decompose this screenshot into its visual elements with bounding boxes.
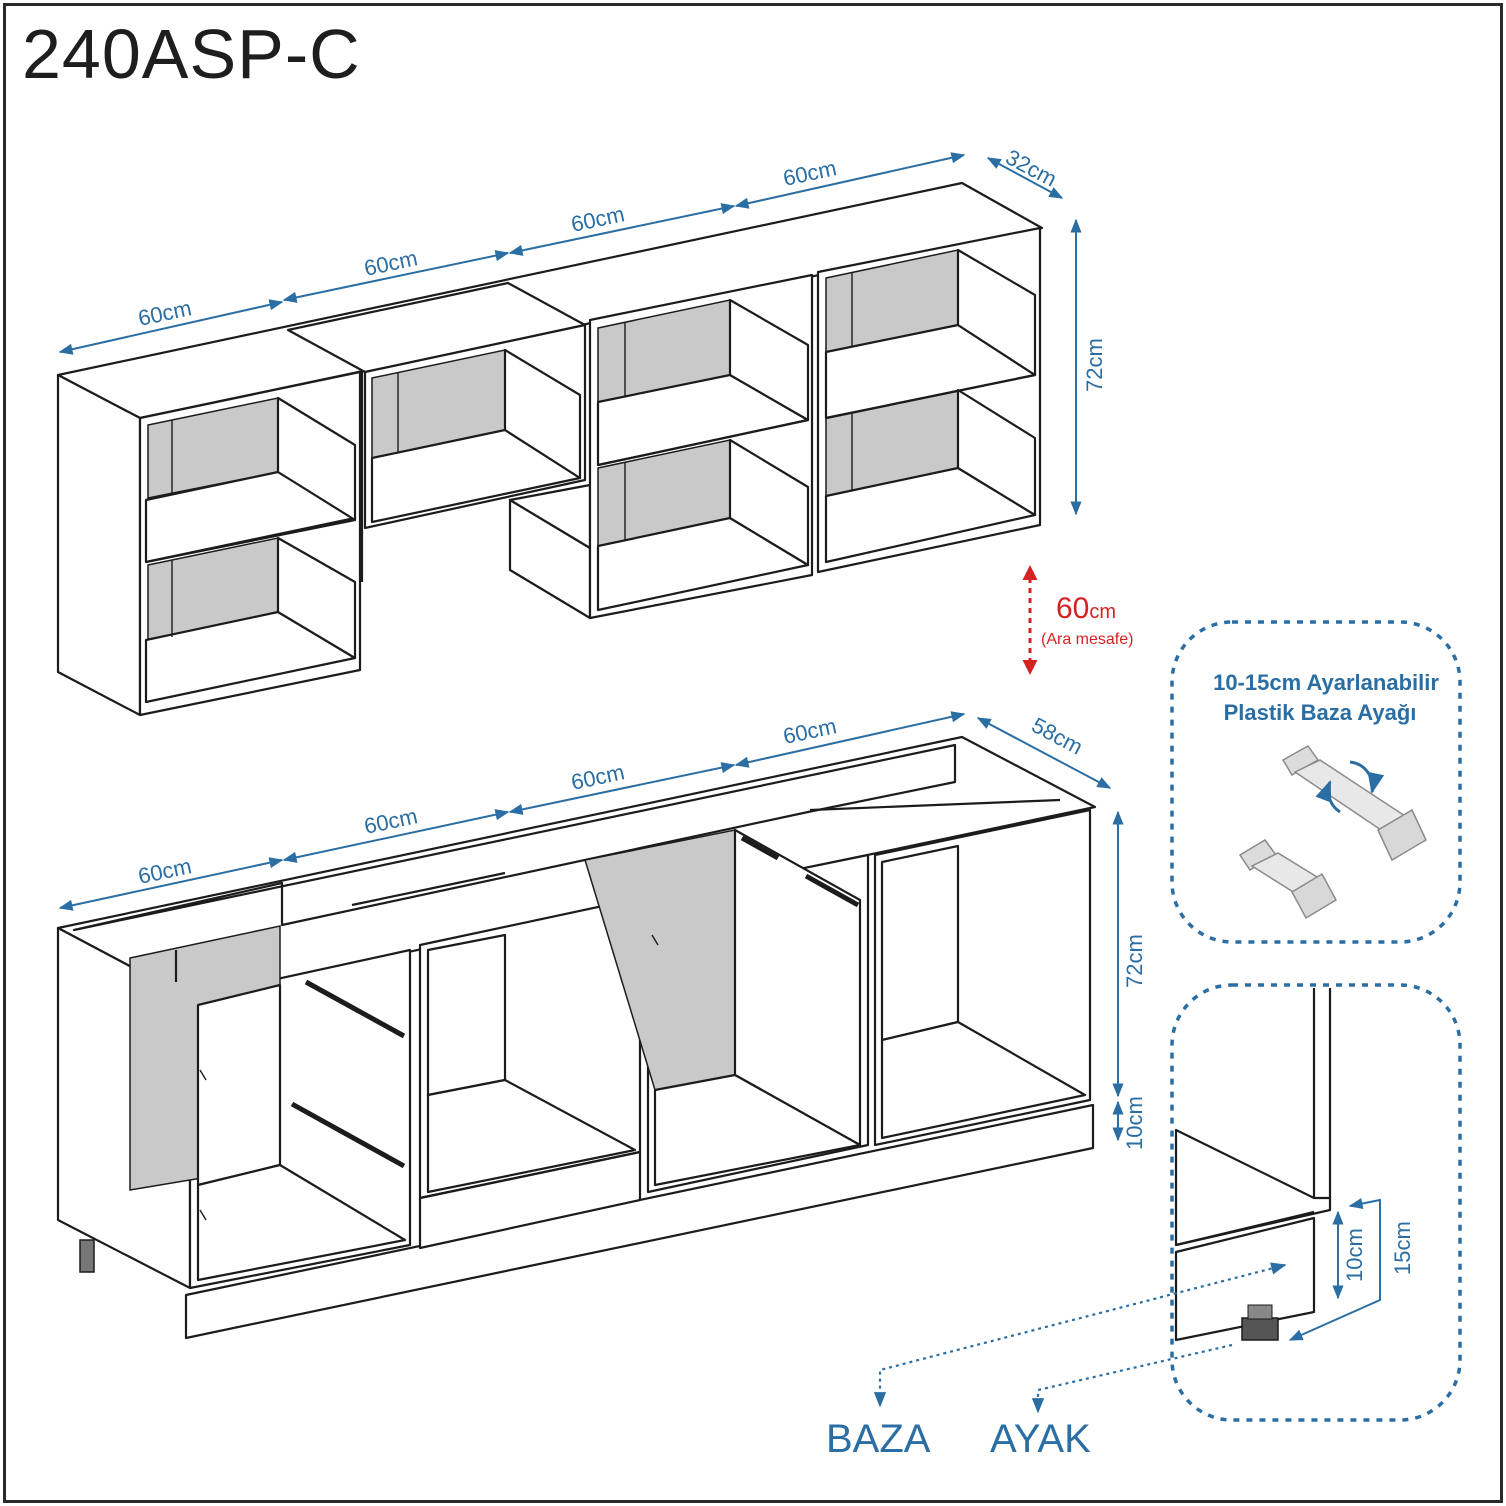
upper-cabinet-3: [508, 273, 814, 620]
upper-width-2-label: 60cm: [362, 245, 420, 281]
page-frame: [3, 3, 1503, 1503]
gap-note: (Ara mesafe): [1041, 631, 1133, 648]
plinth-detail-box: 10cm 15cm: [873, 983, 1462, 1422]
upper-cabinet-1: [56, 370, 362, 717]
lower-depth-label: 58cm: [1028, 712, 1087, 759]
upper-width-1-label: 60cm: [136, 295, 194, 331]
upper-cabinet-2: [286, 281, 587, 582]
gap-dimension: 60cm (Ara mesafe): [1022, 565, 1133, 675]
leg-info-line1: 10-15cm Ayarlanabilir: [1213, 670, 1439, 695]
plinth-height-label: 10cm: [1122, 1096, 1147, 1150]
lower-cabinet-3: [584, 828, 870, 1194]
leg-icon: [79, 1239, 95, 1273]
gap-value: 60cm: [1056, 592, 1116, 625]
upper-cabinets: [56, 181, 1044, 717]
detail-leg-icon: [1241, 1317, 1279, 1341]
upper-height-label: 72cm: [1082, 338, 1107, 392]
lower-cabinets: [56, 735, 1097, 1340]
leg-info-box: 10-15cm Ayarlanabilir Plastik Baza Ayağı: [1170, 620, 1462, 944]
short-leg-icon: [1238, 839, 1337, 920]
upper-width-3-label: 60cm: [569, 201, 627, 237]
lower-cabinet-2: [351, 871, 642, 1250]
detail-max-height-label: 15cm: [1390, 1221, 1415, 1275]
model-title: 240ASP-C: [22, 15, 361, 93]
upper-depth-label: 32cm: [1002, 144, 1061, 191]
lower-plinth: [184, 1103, 1095, 1340]
upper-cabinet-4: [816, 226, 1042, 574]
ayak-label: AYAK: [990, 1417, 1091, 1461]
lower-cabinet-1: [56, 925, 412, 1290]
lower-width-1-label: 60cm: [136, 853, 194, 889]
lower-height-label: 72cm: [1122, 934, 1147, 988]
lower-cabinet-4: [809, 798, 1092, 1147]
detail-min-height-label: 10cm: [1342, 1228, 1367, 1282]
leg-info-line2: Plastik Baza Ayağı: [1224, 700, 1417, 725]
baza-label: BAZA: [826, 1417, 931, 1461]
adjustable-leg-icon: [1281, 745, 1427, 862]
